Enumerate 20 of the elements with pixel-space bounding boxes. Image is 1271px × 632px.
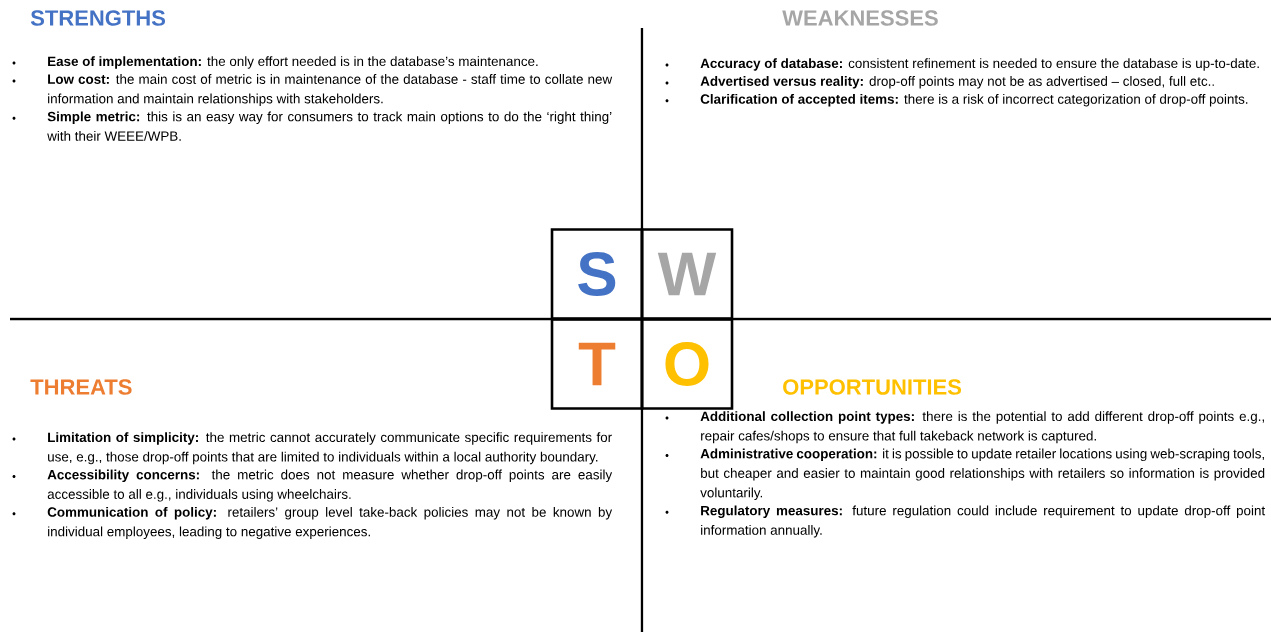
letter-box: T bbox=[550, 318, 644, 410]
bullet-item: Accessibility concerns: the metric does not measure whether drop-off points are easily accessible to all e.g., individuals using wheelchairs. bbox=[47, 469, 613, 502]
bullet-item: Limitation of simplicity: the metric cannot accurately communicate specific requirements for use, e.g., those drop-off points that are limited to individuals within a local authority boundary. bbox=[48, 432, 612, 465]
bullet-item: Accuracy of database: consistent refinement is needed to ensure the database is up-to-date. bbox=[700, 58, 1259, 71]
bullet-item: Communication of policy: retailers’ group level take-back policies may not be known by individual employees, leading to negative experiences. bbox=[47, 507, 613, 539]
letter-box: S bbox=[550, 228, 644, 320]
letter-box: W bbox=[640, 228, 734, 320]
bullet-item: Administrative cooperation: it is possible to update retailer locations using web-scraping tools, but cheaper and easier to maintain good relationships with retailers so information is provided voluntarily. bbox=[700, 448, 1265, 501]
bullet-item: Low cost: the main cost of metric is in maintenance of the database - staff time to collate new information and maintain relationships with stakeholders. bbox=[48, 74, 613, 107]
bullet-item: Simple metric: this is an easy way for consumers to track main options to do the ‘right thing’ with their WEEE/WPB. bbox=[47, 111, 612, 141]
bullet-item: Advertised versus reality: drop-off points may not be as advertised – closed, full etc.. bbox=[700, 76, 1214, 89]
bullet-item: Additional collection point types: there is the potential to add different drop-off points e.g., repair cafes/shops to ensure that full takeback network is captured. bbox=[700, 411, 1264, 444]
section-heading: WEAKNESSES bbox=[782, 10, 938, 26]
letter-box: O bbox=[640, 318, 734, 410]
section-heading: STRENGTHS bbox=[30, 10, 165, 26]
bullet-item: Clarification of accepted items: there is a risk of incorrect categorization of drop-off points. bbox=[700, 94, 1248, 107]
section-heading: OPPORTUNITIES bbox=[783, 379, 962, 395]
section-heading: THREATS bbox=[30, 379, 132, 395]
bullet-item: Ease of implementation: the only effort needed is in the database’s maintenance. bbox=[48, 56, 538, 69]
bullet-item: Regulatory measures: future regulation could include requirement to update drop-off point information annually. bbox=[701, 505, 1266, 538]
